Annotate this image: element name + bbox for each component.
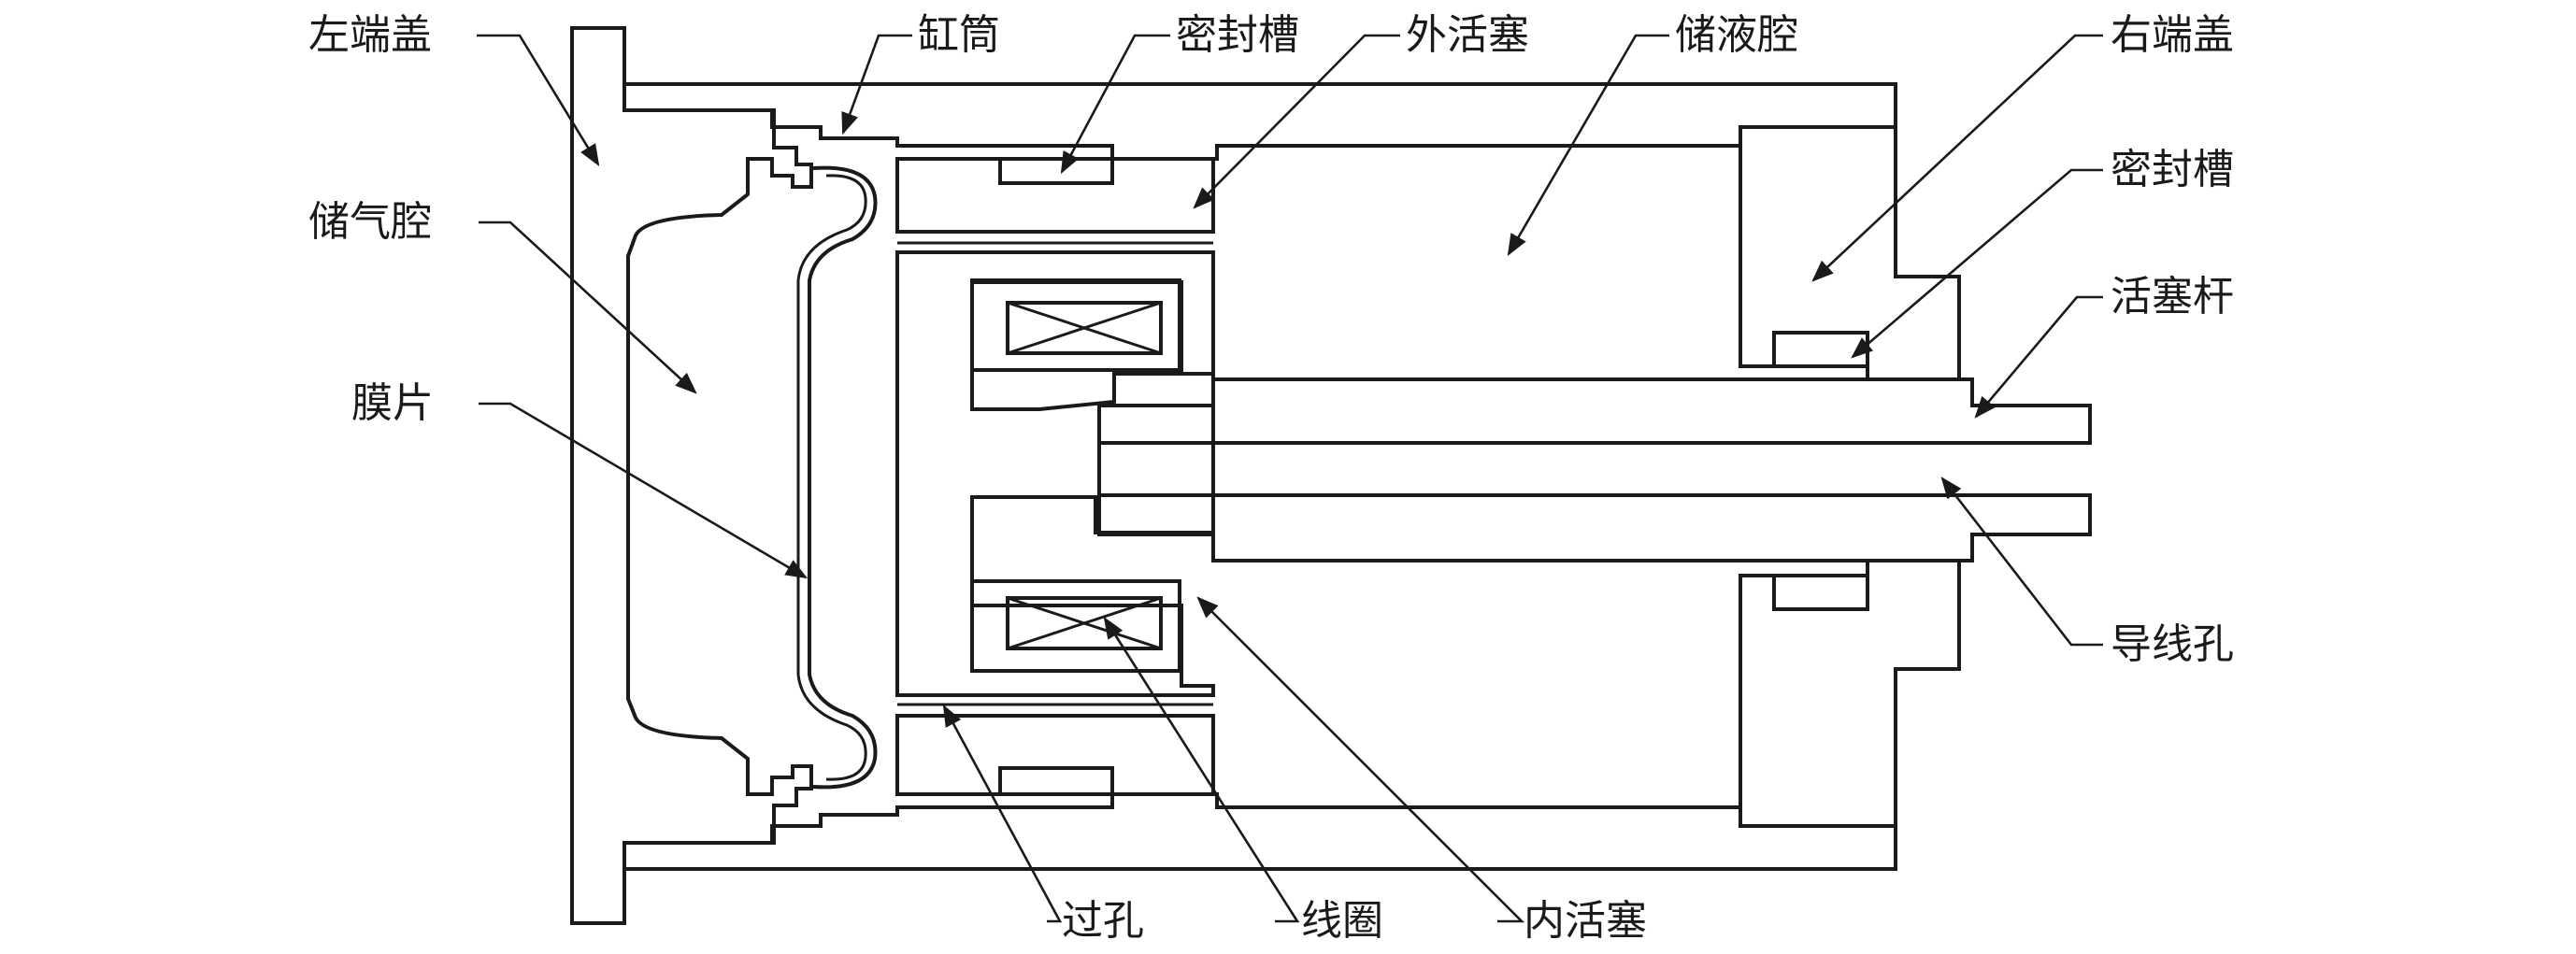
leader-outer-piston — [1193, 34, 1400, 209]
leader-coil — [1103, 617, 1300, 923]
leader-diaphragm — [479, 402, 809, 579]
label-coil: 线圈 — [1301, 897, 1383, 945]
label-wire-hole: 导线孔 — [2111, 620, 2234, 668]
leader-inner-piston — [1196, 596, 1525, 923]
label-piston-rod: 活塞杆 — [2111, 273, 2234, 320]
label-liquid-chamber: 储液腔 — [1675, 11, 1798, 59]
leader-left-end-cap — [477, 34, 600, 166]
piston-rod-part — [1097, 377, 2092, 562]
leader-piston-rod — [1974, 295, 2103, 419]
leader-lines — [477, 34, 2103, 923]
label-through-hole: 过孔 — [1062, 897, 1144, 945]
label-outer-piston: 外活塞 — [1406, 11, 1529, 59]
label-left-end-cap: 左端盖 — [308, 11, 432, 59]
diaphragm-part — [796, 165, 878, 790]
labels: 左端盖 缸筒 密封槽 外活塞 储液腔 右端盖 储气腔 密封槽 活塞杆 膜片 导线… — [308, 11, 2234, 945]
inner-piston-part — [895, 250, 1215, 697]
label-diaphragm: 膜片 — [351, 379, 434, 427]
coil-lower — [1006, 596, 1163, 650]
cylinder-part — [623, 82, 1897, 871]
leader-through-hole — [942, 704, 1063, 923]
leader-gas-chamber — [479, 221, 697, 394]
leader-seal-groove-right — [1851, 168, 2103, 359]
coil-upper — [1006, 301, 1163, 355]
label-cylinder: 缸筒 — [918, 11, 1000, 59]
right-end-cap-part — [1739, 125, 1961, 828]
label-inner-piston: 内活塞 — [1524, 897, 1647, 945]
leader-liquid-chamber — [1507, 34, 1669, 257]
left-end-cap-part — [570, 26, 813, 925]
leader-seal-groove-top — [1060, 34, 1170, 175]
label-right-end-cap: 右端盖 — [2111, 11, 2234, 59]
label-seal-groove-right: 密封槽 — [2111, 146, 2234, 193]
label-gas-chamber: 储气腔 — [308, 198, 432, 246]
label-seal-groove-top: 密封槽 — [1176, 11, 1299, 59]
leader-right-end-cap — [1811, 34, 2103, 282]
leader-cylinder — [841, 34, 912, 135]
leader-wire-hole — [1940, 477, 2103, 647]
